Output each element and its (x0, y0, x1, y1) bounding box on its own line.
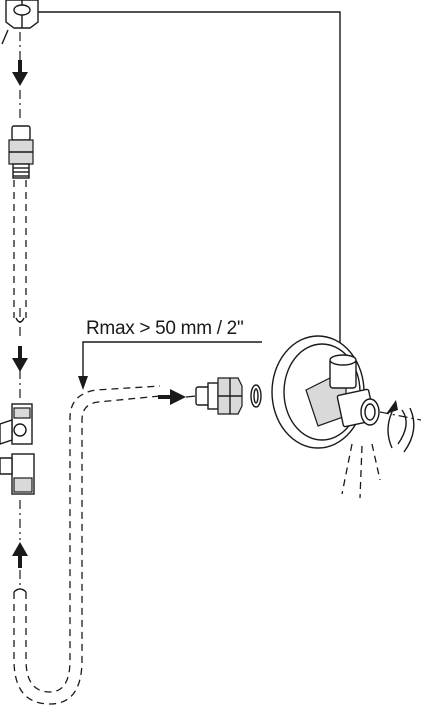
u-hose-icon (13, 385, 161, 705)
connector-icon (8, 125, 34, 179)
angle-valve-icon (271, 335, 421, 449)
compression-fitting-icon (195, 377, 243, 415)
right-arrow-icon (158, 389, 197, 405)
up-arrow-icon (12, 542, 28, 568)
down-arrow-icon (12, 60, 28, 86)
left-hose-icon (13, 180, 27, 323)
radius-annotation: Rmax > 50 mm / 2" (78, 318, 262, 390)
top-nut-icon (1, 0, 39, 45)
radius-label: Rmax > 50 mm / 2" (86, 318, 243, 339)
water-spray-icon (341, 443, 381, 499)
left-valve-fittings-icon (0, 403, 35, 495)
down-arrow-icon-2 (12, 346, 28, 372)
rotate-arrow-icon (386, 400, 415, 453)
seal-ring-icon (250, 384, 262, 408)
